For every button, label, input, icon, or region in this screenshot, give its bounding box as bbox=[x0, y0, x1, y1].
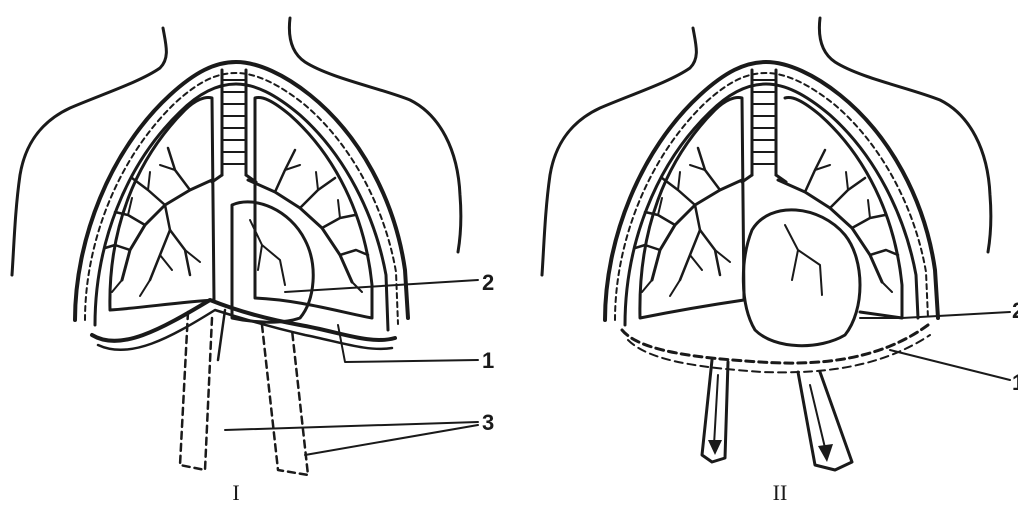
panel-caption: II bbox=[773, 480, 788, 505]
panel-one: 2 1 3 I bbox=[12, 18, 494, 505]
label-1: 1 bbox=[482, 348, 494, 373]
body-outline-right bbox=[289, 18, 460, 252]
label-2: 2 bbox=[482, 270, 494, 295]
panel-caption: I bbox=[232, 480, 239, 505]
drain-tube-left bbox=[180, 312, 212, 470]
body-outline-left bbox=[542, 28, 696, 275]
label-1: 1 bbox=[1012, 370, 1018, 395]
panel-two: 2 1 II bbox=[542, 18, 1018, 505]
drain-tube-right bbox=[262, 325, 308, 475]
heart bbox=[743, 210, 860, 346]
chest-wall-inner bbox=[625, 84, 918, 325]
body-outline-right bbox=[819, 18, 990, 252]
body-outline-left bbox=[12, 28, 166, 275]
chest-wall-inner bbox=[95, 84, 388, 330]
label-3: 3 bbox=[482, 410, 494, 435]
label-2: 2 bbox=[1012, 298, 1018, 323]
